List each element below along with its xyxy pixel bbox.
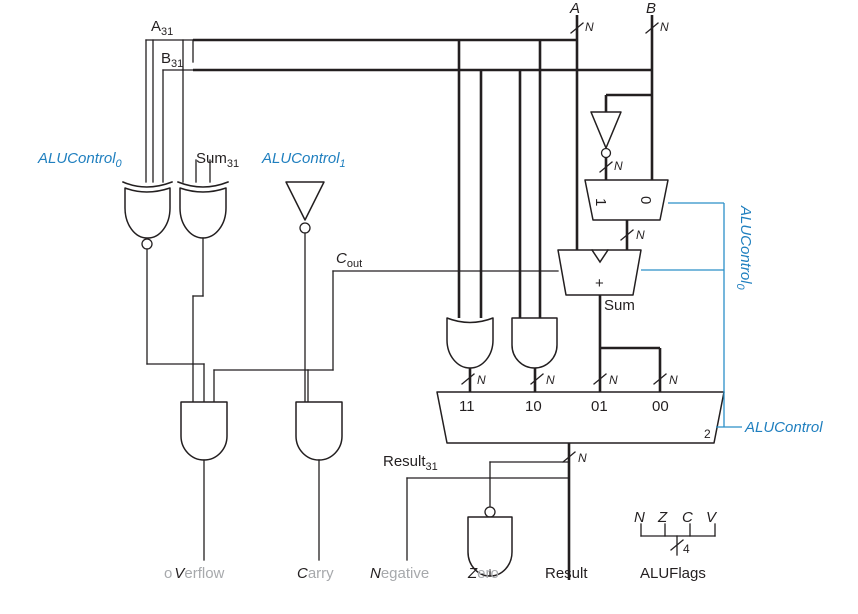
aluflags-bit-z: Z: [657, 509, 668, 526]
aluflags-bit-n: N: [634, 509, 645, 526]
adder-plus-label: +: [595, 275, 604, 292]
mux4-input-00: 00: [652, 398, 669, 415]
mux4-in01-width: N: [609, 373, 618, 387]
aluflags-label: ALUFlags: [640, 565, 706, 582]
alucontrol1-inverter: [285, 181, 325, 221]
a-width-label: N: [585, 20, 594, 34]
sum-label: Sum: [604, 297, 635, 314]
b-width-label: N: [660, 20, 669, 34]
result31-label: Result31: [383, 453, 438, 473]
alucontrol-width-label: 2: [704, 427, 711, 441]
carry-and-gate: [295, 401, 343, 461]
alucontrol-wires: [641, 202, 742, 428]
and-input-wires: [146, 232, 309, 403]
aluflags-combiner: [640, 523, 716, 556]
zero-output-label: Zero: [467, 565, 499, 582]
mux4-in10-width: N: [546, 373, 555, 387]
mux4-input-01: 01: [591, 398, 608, 415]
alucontrol-label: ALUControl: [744, 419, 823, 436]
a31-label: A31: [151, 18, 173, 38]
mux4-input-11: 11: [459, 398, 475, 415]
input-b-label: B: [646, 0, 656, 17]
aluflags-bit-c: C: [682, 509, 693, 526]
mux4-input-10: 10: [525, 398, 542, 415]
sum31-label: Sum31: [196, 150, 239, 170]
negative-wire: [406, 477, 570, 561]
xnor-gate-left: [122, 181, 173, 250]
adder: [557, 249, 642, 296]
cout-label: Cout: [336, 250, 362, 270]
adder-notch: [590, 248, 610, 264]
overflow-and-gate: [180, 401, 228, 461]
mux2-input0-label: 0: [637, 196, 654, 204]
b-mux2: [584, 179, 669, 221]
cout-wire: [307, 270, 559, 371]
zero-nor-wire: [489, 461, 570, 509]
input-a-label: A: [569, 0, 580, 17]
aluflags-width-label: 4: [683, 542, 690, 556]
zero-nand-gate: [467, 516, 513, 577]
a31-b31-taps: [145, 39, 211, 183]
alucontrol0-left-label: ALUControl0: [37, 150, 123, 170]
b-bus-wires: [193, 15, 654, 318]
alucontrol1-inverter-bubble: [299, 222, 311, 234]
mux2-input1-label: 1: [592, 198, 609, 206]
result-width-label: N: [578, 451, 587, 465]
aluflags-bit-v: V: [706, 509, 718, 526]
inverter-width-label: N: [614, 159, 623, 173]
zero-gate-bubble: [484, 506, 496, 518]
mux4-in00-width: N: [669, 373, 678, 387]
alucontrol0-right-label: ALUControl0: [734, 205, 754, 291]
result-mux4: [436, 391, 725, 444]
mux4-in11-width: N: [477, 373, 486, 387]
negative-output-label: Negative: [370, 565, 429, 582]
alucontrol1-label: ALUControl1: [261, 150, 346, 170]
a-bus-wires: [192, 15, 579, 318]
mux2-out-width-label: N: [636, 228, 645, 242]
or-gate: [446, 317, 494, 369]
result-output-label: Result: [545, 565, 588, 582]
carry-output-label: Carry: [297, 565, 334, 582]
b-inverter-bubble: [600, 147, 612, 159]
b-inverter: [590, 111, 622, 149]
b31-label: B31: [161, 50, 183, 70]
xnor-gate-right: [177, 181, 229, 239]
and-gate: [511, 317, 558, 369]
sum-wire: [598, 295, 662, 392]
